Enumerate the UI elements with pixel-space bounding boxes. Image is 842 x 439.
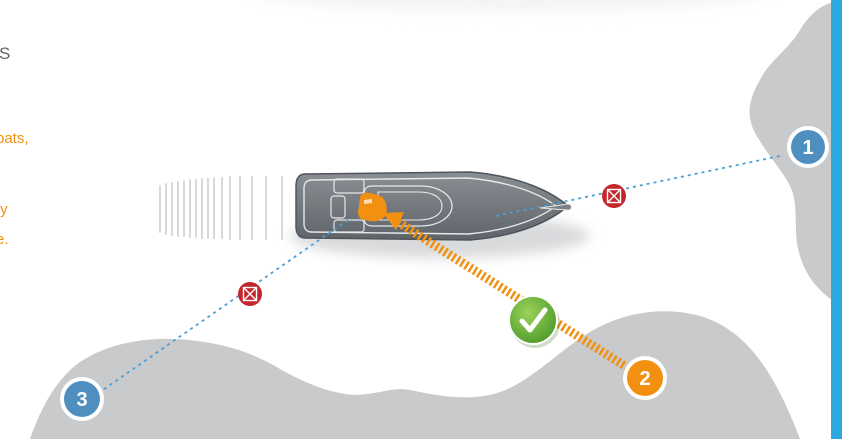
blocked-x-icon xyxy=(602,184,626,208)
marker-1: 1 xyxy=(787,126,829,168)
marker-2: 2 xyxy=(623,356,667,400)
land-bottom xyxy=(30,311,800,439)
marker-3-label: 3 xyxy=(76,389,87,411)
marker-3: 3 xyxy=(60,377,104,421)
marker-2-label: 2 xyxy=(639,368,650,390)
blocked-x-icon xyxy=(238,282,262,306)
accent-bar xyxy=(831,0,842,439)
sightline-1 xyxy=(496,156,780,216)
wake-lines xyxy=(160,177,282,239)
marker-1-label: 1 xyxy=(802,137,813,159)
check-icon xyxy=(509,296,560,348)
